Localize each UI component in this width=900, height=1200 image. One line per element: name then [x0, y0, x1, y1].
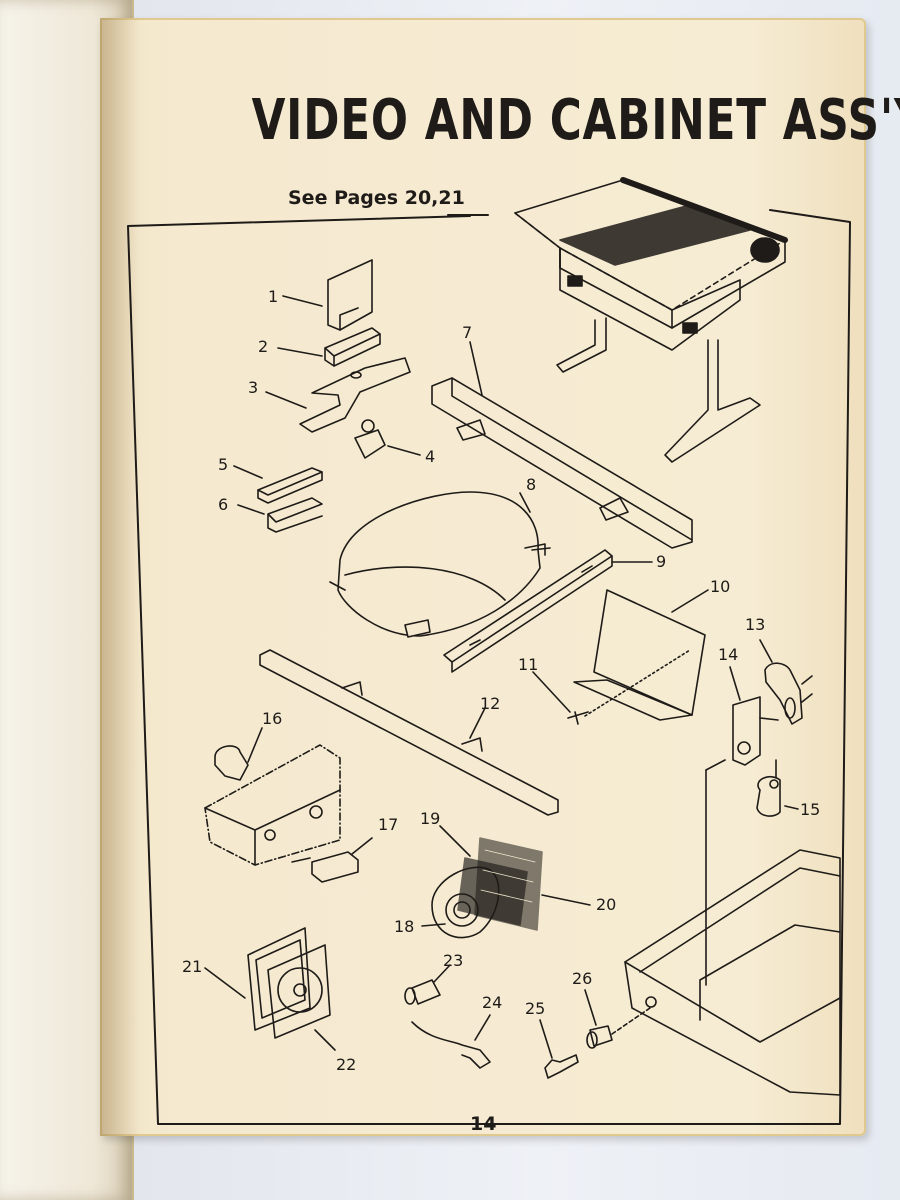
part-24-power-cord	[411, 1014, 491, 1069]
part-26-lock	[584, 989, 651, 1049]
part-9-side-rail	[443, 549, 653, 673]
cabinet-overview-drawing	[514, 177, 788, 463]
callout-17: 17	[378, 815, 398, 834]
callout-20: 20	[596, 895, 616, 914]
callout-19: 19	[420, 809, 440, 828]
part-23-lamp	[404, 964, 451, 1005]
part-17-switch	[291, 837, 373, 883]
part-1-pc-board	[282, 259, 373, 331]
part-2-connector	[277, 327, 381, 367]
page-gutter-shadow	[100, 18, 140, 1136]
callout-3: 3	[248, 378, 258, 397]
part-13-latch	[759, 639, 813, 725]
part-11-screw	[532, 649, 691, 725]
callout-12: 12	[480, 694, 500, 713]
part-16-coin-housing	[204, 727, 341, 866]
part-10-panel	[573, 589, 709, 721]
manual-page	[100, 18, 866, 1136]
callout-23: 23	[443, 951, 463, 970]
part-4-switch	[354, 419, 421, 459]
callout-11: 11	[518, 655, 538, 674]
callout-13: 13	[745, 615, 765, 634]
callout-15: 15	[800, 800, 820, 819]
part-12-bottom-rail	[259, 649, 559, 816]
callout-5: 5	[218, 455, 228, 474]
callout-24: 24	[482, 993, 502, 1012]
part-6-clip	[237, 497, 323, 533]
callout-22: 22	[336, 1055, 356, 1074]
part-15-cam	[756, 759, 799, 817]
part-5-plate	[233, 465, 323, 504]
part-8-crt-monitor	[329, 491, 551, 638]
callout-25: 25	[525, 999, 545, 1018]
callout-18: 18	[394, 917, 414, 936]
callout-9: 9	[656, 552, 666, 571]
callout-7: 7	[462, 323, 472, 342]
part-3-bracket	[265, 357, 411, 433]
callout-26: 26	[572, 969, 592, 988]
part-20-speaker-grill	[474, 837, 591, 931]
callout-21: 21	[182, 957, 202, 976]
callout-8: 8	[526, 475, 536, 494]
callout-4: 4	[425, 447, 435, 466]
frame-border	[127, 209, 851, 1125]
lower-cabinet-box	[624, 759, 841, 1096]
part-7-top-rail	[431, 341, 693, 549]
part-21-fan-mount	[204, 927, 311, 1031]
callout-2: 2	[258, 337, 268, 356]
part-22-cooling-fan	[267, 944, 336, 1051]
callout-10: 10	[710, 577, 730, 596]
callout-16: 16	[262, 709, 282, 728]
see-pages-reference: See Pages 20,21	[288, 187, 465, 209]
callout-14: 14	[718, 645, 738, 664]
part-25-key	[539, 1019, 579, 1079]
callout-6: 6	[218, 495, 228, 514]
part-14-lock-plate	[729, 666, 779, 766]
callout-1: 1	[268, 287, 278, 306]
